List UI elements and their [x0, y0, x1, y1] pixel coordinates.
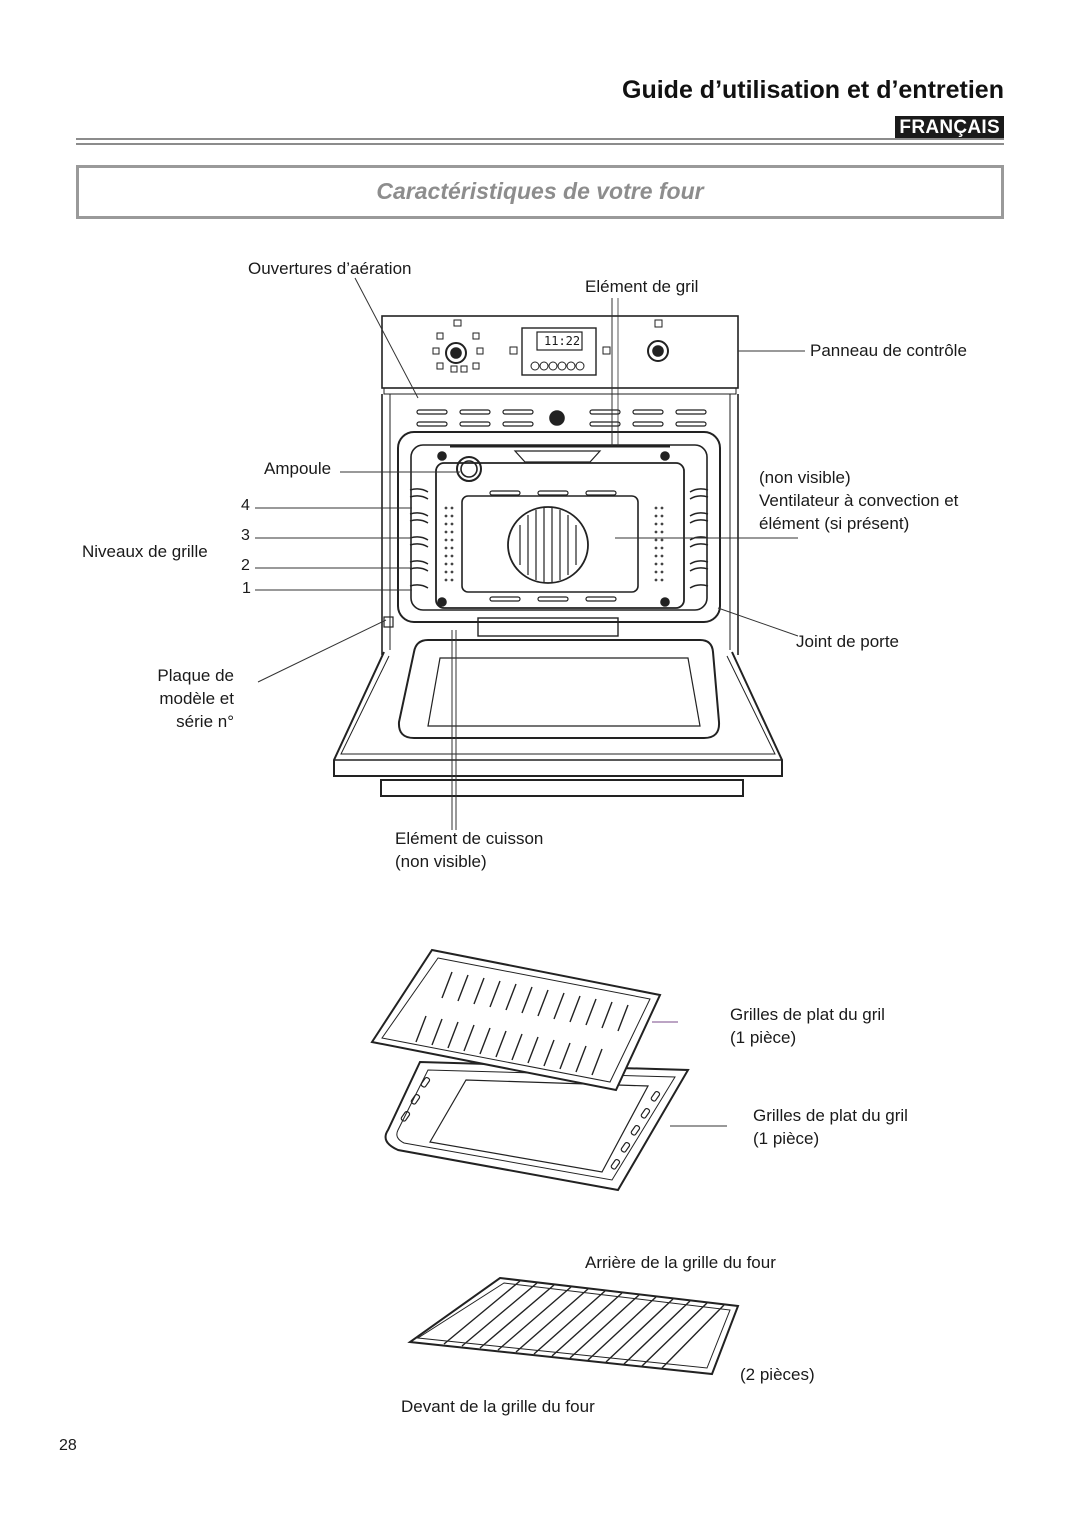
label-vents: Ouvertures d’aération	[248, 259, 412, 278]
oven-door-drawing	[333, 617, 783, 797]
label-rack-back: Arrière de la grille du four	[585, 1253, 776, 1272]
oven-cavity-drawing	[381, 394, 739, 655]
label-broil-element: Elément de gril	[585, 277, 699, 296]
label-rack-levels: Niveaux de grille	[82, 542, 208, 561]
oven-rack-drawing	[407, 1276, 740, 1376]
label-bulb: Ampoule	[264, 459, 332, 478]
label-control-panel: Panneau de contrôle	[810, 341, 967, 360]
label-rack-qty: (2 pièces)	[740, 1365, 815, 1384]
label-rack-front: Devant de la grille du four	[401, 1397, 595, 1416]
label-plate-line1: Plaque de	[157, 666, 234, 685]
page-number: 28	[59, 1437, 77, 1454]
header-rule-top	[76, 138, 1004, 140]
language-badge: FRANÇAIS	[895, 116, 1004, 138]
label-not-visible: (non visible)	[759, 468, 851, 487]
rack-level-3: 3	[241, 527, 250, 544]
header-rule-bottom	[76, 143, 1004, 145]
control-panel-drawing	[381, 315, 739, 395]
section-title-box: Caractéristiques de votre four	[76, 165, 1004, 219]
rack-level-4: 4	[241, 497, 250, 514]
section-title: Caractéristiques de votre four	[376, 178, 704, 204]
label-plate-line2: modèle et	[159, 689, 234, 708]
leader-lines	[255, 277, 805, 1127]
label-convection-fan: Ventilateur à convection et	[759, 491, 959, 510]
label-broiler-grid-qty: (1 pièce)	[730, 1028, 797, 1047]
oven-display-time: 11:22	[544, 334, 581, 348]
label-broiler-grid: Grilles de plat du gril	[730, 1005, 885, 1024]
rack-level-2: 2	[241, 557, 250, 574]
label-broiler-pan-qty: (1 pièce)	[753, 1129, 820, 1148]
broiler-pan-drawing	[370, 948, 690, 1192]
label-bake-element-note: (non visible)	[395, 852, 487, 871]
document-title: Guide d’utilisation et d’entretien	[622, 76, 1004, 104]
label-door-gasket: Joint de porte	[796, 632, 900, 651]
rack-level-1: 1	[242, 580, 251, 597]
label-bake-element: Elément de cuisson	[395, 829, 544, 848]
label-broiler-pan: Grilles de plat du gril	[753, 1106, 908, 1125]
label-plate-line3: série n°	[176, 712, 234, 731]
label-convection-element: élément (si présent)	[759, 514, 910, 533]
